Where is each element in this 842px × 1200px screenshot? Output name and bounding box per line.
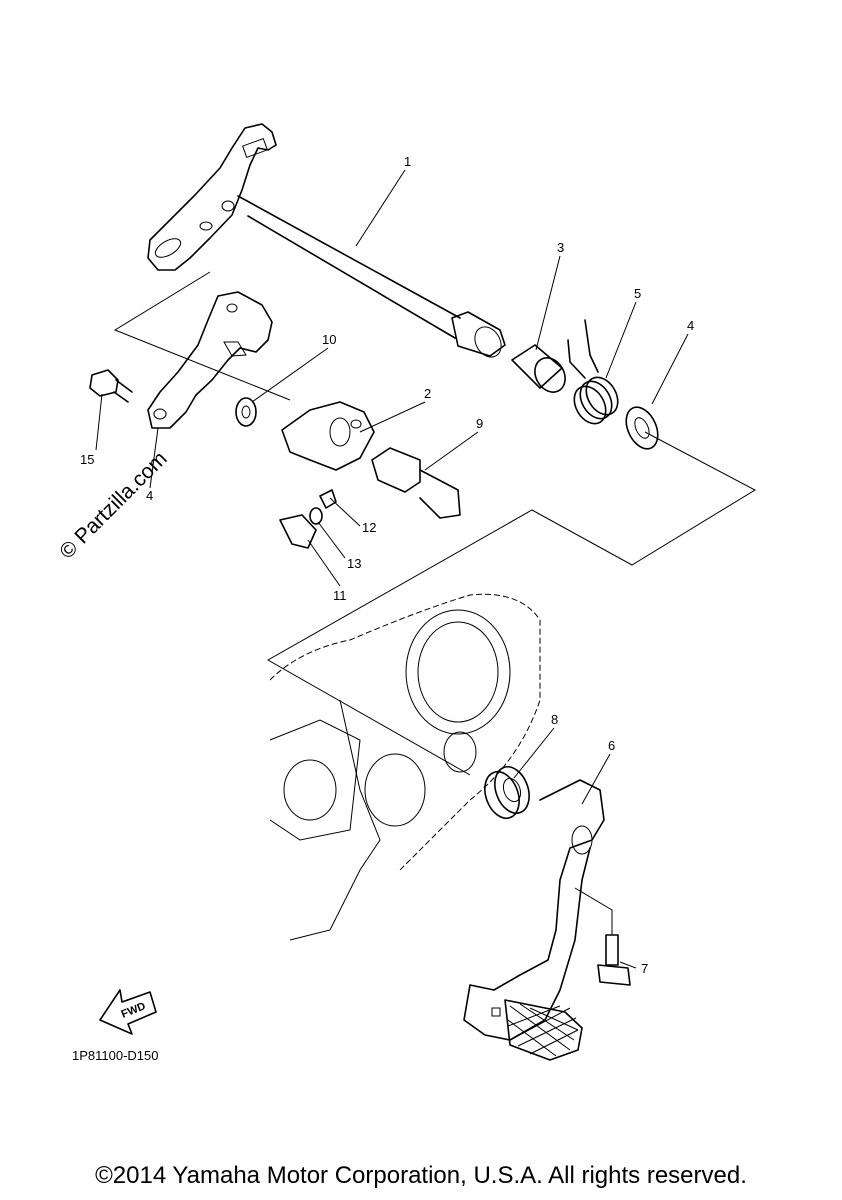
copyright-text: ©2014 Yamaha Motor Corporation, U.S.A. A… — [95, 1162, 747, 1189]
group-bracket-lines — [113, 271, 757, 935]
watermark: © Partzilla.com — [55, 447, 171, 563]
stopper-lever-part — [147, 291, 273, 429]
shaft-bolt-part — [371, 447, 461, 519]
callout-12: 12 — [362, 520, 376, 535]
collar-part — [511, 344, 566, 393]
pedal-bolt-part — [597, 934, 631, 986]
shift-segment-part — [281, 401, 375, 471]
callout-8: 8 — [551, 712, 558, 727]
callout-4-lever: 4 — [146, 488, 153, 503]
small-parts — [279, 489, 337, 549]
callout-7: 7 — [641, 961, 648, 976]
engine-case-outline — [269, 593, 541, 941]
callout-6: 6 — [608, 738, 615, 753]
callout-4: 4 — [687, 318, 694, 333]
bolt-part — [89, 369, 133, 403]
callout-1: 1 — [404, 154, 411, 169]
callout-2: 2 — [424, 386, 431, 401]
callout-11: 11 — [333, 588, 347, 603]
shift-pedal-part — [463, 779, 605, 1061]
shift-shaft-part — [147, 123, 506, 358]
torsion-spring-part — [567, 319, 619, 425]
callout-13: 13 — [347, 556, 361, 571]
callout-9: 9 — [476, 416, 483, 431]
fwd-arrow-icon: FWD — [99, 989, 157, 1035]
diagram-code: 1P81100-D150 — [72, 1048, 159, 1063]
callout-labels: 1 2 3 4 4 5 6 7 8 9 10 11 12 13 15 — [80, 154, 694, 976]
callout-15: 15 — [80, 452, 94, 467]
callout-3: 3 — [557, 240, 564, 255]
oil-seal-part — [484, 765, 530, 820]
callout-5: 5 — [634, 286, 641, 301]
leader-lines — [95, 169, 689, 969]
collar-washer-part — [235, 397, 257, 427]
callout-10: 10 — [322, 332, 336, 347]
washer-part — [625, 406, 659, 450]
